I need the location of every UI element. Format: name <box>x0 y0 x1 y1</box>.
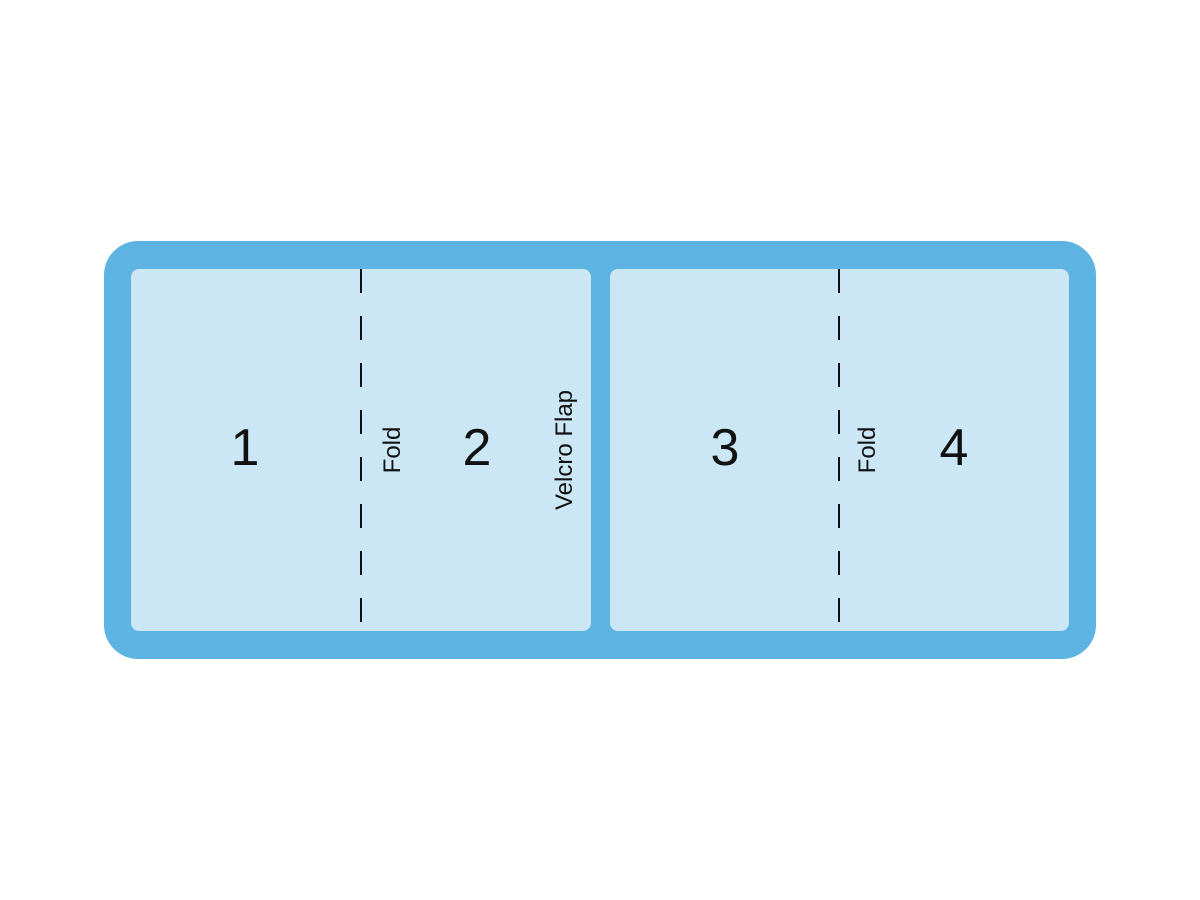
section-number-3: 3 <box>710 419 740 477</box>
fold-label-left: Fold <box>379 426 406 474</box>
fold-label-right: Fold <box>854 426 881 474</box>
section-number-1: 1 <box>230 419 260 477</box>
section-number-4: 4 <box>939 419 969 477</box>
velcro-flap-label: Velcro Flap <box>551 389 578 511</box>
section-number-2: 2 <box>462 419 492 477</box>
fold-line-left <box>360 269 362 631</box>
fold-line-right <box>838 269 840 631</box>
